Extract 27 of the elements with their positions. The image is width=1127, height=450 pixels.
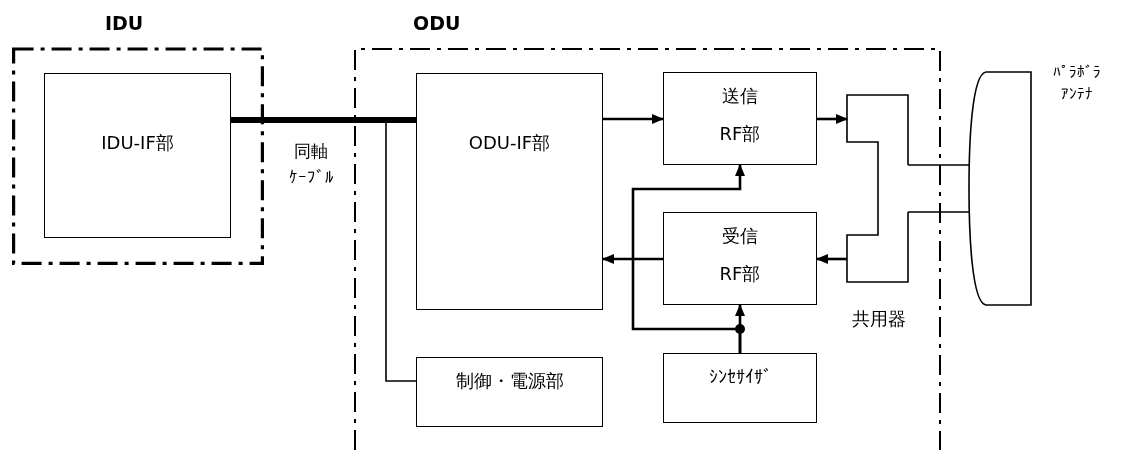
block-label: 送信 — [721, 85, 759, 107]
block-label: ODU-IF部 — [467, 132, 552, 154]
connector-line — [907, 211, 970, 213]
block-box — [44, 73, 231, 238]
block-box — [663, 72, 817, 165]
block-label: ｼﾝｾｻｲｻﾞ — [707, 366, 773, 388]
arrow — [631, 164, 745, 353]
block-box — [663, 353, 817, 423]
duplexer-label: 共用器 — [851, 307, 907, 331]
block-label: 制御・電源部 — [454, 370, 565, 392]
antenna-label: ｱﾝﾃﾅ — [1060, 84, 1094, 105]
arrow — [817, 114, 848, 124]
arrow — [602, 254, 663, 264]
block-box — [416, 73, 603, 310]
connector-line — [907, 164, 970, 166]
block-label: IDU-IF部 — [100, 132, 175, 154]
block-box — [663, 212, 817, 305]
group-heading: ODU — [413, 12, 461, 34]
group-heading: IDU — [105, 12, 144, 34]
arrow — [816, 254, 847, 264]
coaxial-cable-line — [231, 117, 416, 123]
antenna-label: ﾊﾟﾗﾎﾞﾗ — [1052, 62, 1102, 83]
block-box — [416, 357, 603, 427]
arrow — [603, 114, 664, 124]
block-label: 受信 — [721, 225, 759, 247]
block-label: RF部 — [718, 262, 762, 285]
block-label: RF部 — [718, 122, 762, 145]
